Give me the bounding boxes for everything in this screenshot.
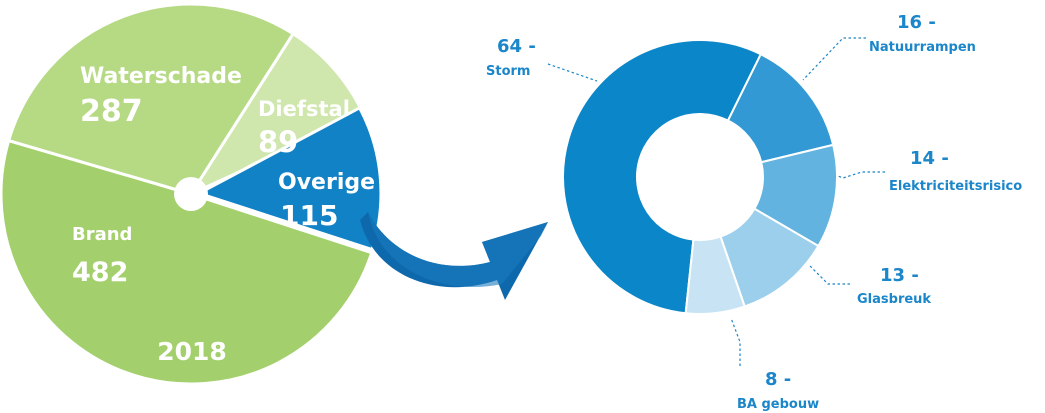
- donut-slice-storm: [562, 39, 763, 315]
- pie-slice-brand: [0, 138, 374, 386]
- donut-label-glasbreuk: Glasbreuk: [857, 292, 931, 307]
- donut-slice-ba-gebouw: [684, 235, 746, 315]
- donut-chart-overige: 64 - Storm 16 - Natuurrampen 14 - Elektricite…: [486, 12, 1022, 412]
- pie-value-brand: 482: [72, 257, 128, 288]
- pie-value-diefstal: 89: [258, 125, 298, 159]
- pie-center-hub: [174, 177, 208, 211]
- pie-label-waterschade: Waterschade: [80, 64, 242, 89]
- pie-value-overige: 115: [280, 199, 338, 232]
- leader-line-glasbreuk: [809, 265, 850, 285]
- donut-value-natuurrampen: 16 -: [897, 12, 936, 33]
- pie-slice-waterschade: [6, 2, 296, 196]
- donut-label-elektriciteitsrisico: Elektriciteitsrisico: [889, 179, 1022, 194]
- pie-label-overige: Overige: [278, 170, 375, 195]
- pie-title: 2018: [157, 337, 227, 366]
- donut-value-ba-gebouw: 8 -: [765, 369, 791, 390]
- donut-label-ba-gebouw: BA gebouw: [737, 397, 819, 412]
- leader-line-natuurrampen: [802, 37, 866, 81]
- donut-label-storm: Storm: [486, 64, 530, 79]
- arrow-icon: [360, 212, 548, 300]
- donut-value-elektriciteitsrisico: 14 -: [910, 148, 949, 169]
- donut-value-glasbreuk: 13 -: [880, 265, 919, 286]
- pie-label-brand: Brand: [72, 224, 132, 245]
- leader-line-storm: [547, 63, 598, 82]
- donut-value-storm: 64 -: [497, 36, 536, 57]
- donut-label-natuurrampen: Natuurrampen: [869, 40, 976, 55]
- pie-value-waterschade: 287: [80, 94, 143, 129]
- pie-label-diefstal: Diefstal: [258, 97, 350, 121]
- leader-line-ba-gebouw: [730, 317, 741, 366]
- leader-line-elektriciteitsrisico: [837, 171, 885, 179]
